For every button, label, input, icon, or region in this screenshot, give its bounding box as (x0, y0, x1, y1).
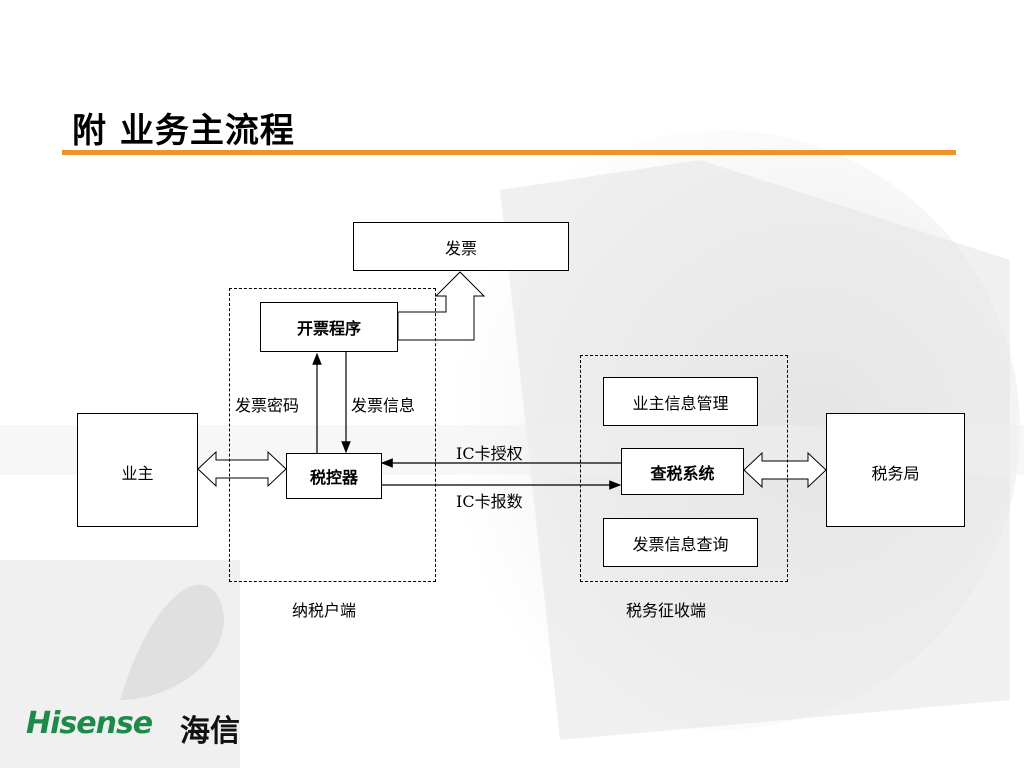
invoice-box: 发票 (353, 222, 569, 271)
hisense-logo: Hisense (26, 706, 153, 741)
invoice-info-query-box: 发票信息查询 (603, 518, 758, 567)
tax-collection-side-group (580, 355, 788, 582)
tax-check-system-box: 查税系统 (621, 448, 744, 495)
invoice-output-arrow (397, 271, 486, 341)
invoicing-program-box: 开票程序 (260, 302, 398, 352)
invoice-info-label: 发票信息 (351, 396, 416, 415)
owner-box: 业主 (77, 413, 198, 527)
tax-controller-box: 税控器 (286, 453, 382, 499)
ic-auth-label: IC卡授权 (456, 444, 523, 463)
tax-collection-side-label: 税务征收端 (626, 601, 707, 620)
hisense-logo-cn: 海信 (180, 714, 240, 749)
taxpayer-side-label: 纳税户端 (292, 601, 357, 620)
slide-title: 附 业务主流程 (72, 111, 295, 151)
ic-report-label: IC卡报数 (456, 492, 523, 511)
owner-info-mgmt-box: 业主信息管理 (603, 377, 758, 426)
title-underline (62, 150, 956, 155)
invoice-password-label: 发票密码 (235, 396, 300, 415)
tax-bureau-box: 税务局 (826, 413, 965, 527)
taxpayer-side-group (229, 288, 436, 582)
